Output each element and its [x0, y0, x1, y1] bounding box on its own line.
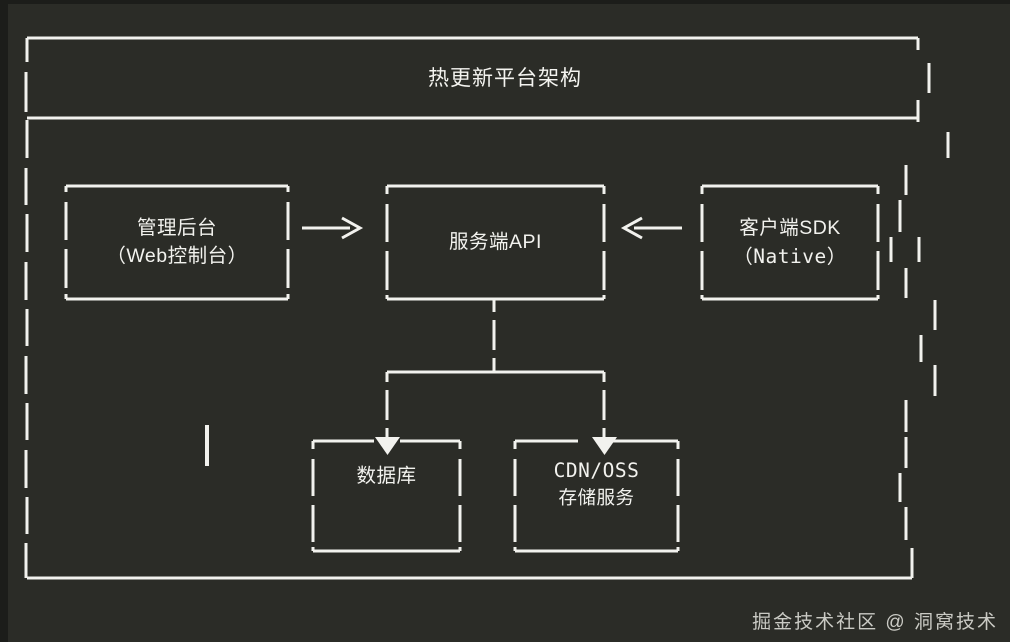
- page-title: 热更新平台架构: [428, 67, 582, 90]
- watermark: 掘金技术社区 @ 洞窝技术: [752, 612, 998, 633]
- node-storage[interactable]: CDN/OSS 存储服务: [515, 441, 678, 551]
- node-database[interactable]: 数据库: [313, 441, 460, 551]
- node-sdk-line-2: （Native）: [733, 244, 847, 268]
- node-admin[interactable]: 管理后台 （Web控制台）: [66, 186, 288, 299]
- node-api-line-1: 服务端API: [449, 230, 542, 253]
- node-admin-line-1: 管理后台: [136, 216, 217, 239]
- node-database-line-1: 数据库: [356, 465, 417, 487]
- node-storage-line-1: CDN/OSS: [553, 459, 640, 482]
- node-sdk[interactable]: 客户端SDK （Native）: [702, 186, 878, 299]
- node-admin-line-2: （Web控制台）: [106, 244, 248, 267]
- node-storage-line-2: 存储服务: [558, 486, 635, 508]
- diagram-canvas: [8, 4, 1010, 642]
- node-sdk-line-1: 客户端SDK: [739, 216, 841, 239]
- node-api[interactable]: 服务端API: [387, 186, 604, 299]
